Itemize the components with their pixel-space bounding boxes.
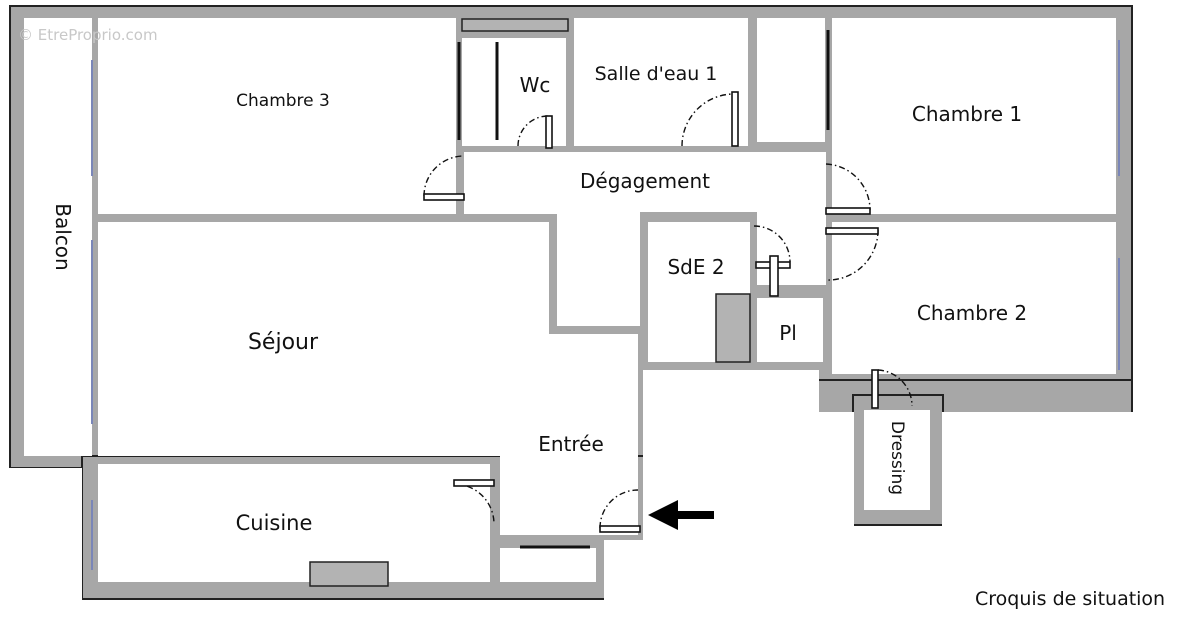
doors bbox=[423, 91, 913, 533]
label-degagement: Dégagement bbox=[580, 169, 710, 193]
label-chambre-1: Chambre 1 bbox=[912, 102, 1022, 126]
label-sde-2: SdE 2 bbox=[667, 255, 724, 279]
label-entree: Entrée bbox=[538, 432, 604, 456]
closet-doors bbox=[457, 30, 830, 549]
exterior-cutouts bbox=[0, 370, 1200, 622]
room-chambre-1 bbox=[832, 18, 1116, 214]
label-cuisine: Cuisine bbox=[236, 511, 313, 535]
label-balcon: Balcon bbox=[51, 203, 75, 270]
room-entry-closet bbox=[500, 548, 596, 582]
room-cuisine bbox=[98, 464, 490, 582]
room-chambre-2 bbox=[832, 222, 1116, 374]
label-chambre-2: Chambre 2 bbox=[917, 301, 1027, 325]
room-pl bbox=[757, 298, 823, 362]
label-dressing: Dressing bbox=[887, 421, 907, 495]
fixtures bbox=[309, 293, 751, 587]
room-dressing bbox=[864, 410, 930, 510]
room-salle-eau-1 bbox=[574, 18, 748, 146]
room-degagement bbox=[464, 152, 826, 326]
label-pl: Pl bbox=[779, 321, 797, 345]
windows bbox=[91, 18, 1120, 570]
watermark: © EtreProprio.com bbox=[18, 26, 158, 44]
label-wc: Wc bbox=[520, 73, 551, 97]
label-salle-eau-1: Salle d'eau 1 bbox=[595, 63, 718, 85]
room-closet-right bbox=[757, 18, 825, 142]
radiator bbox=[309, 561, 389, 587]
caption: Croquis de situation bbox=[975, 588, 1166, 610]
shower-tray bbox=[715, 293, 751, 363]
arrow-left-icon bbox=[648, 500, 714, 530]
label-chambre-3: Chambre 3 bbox=[236, 91, 330, 111]
label-sejour: Séjour bbox=[248, 330, 319, 355]
room-sejour-entree bbox=[98, 222, 638, 535]
room-chambre-3 bbox=[98, 18, 456, 214]
rooms bbox=[24, 18, 1116, 582]
room-balcon bbox=[24, 18, 92, 456]
